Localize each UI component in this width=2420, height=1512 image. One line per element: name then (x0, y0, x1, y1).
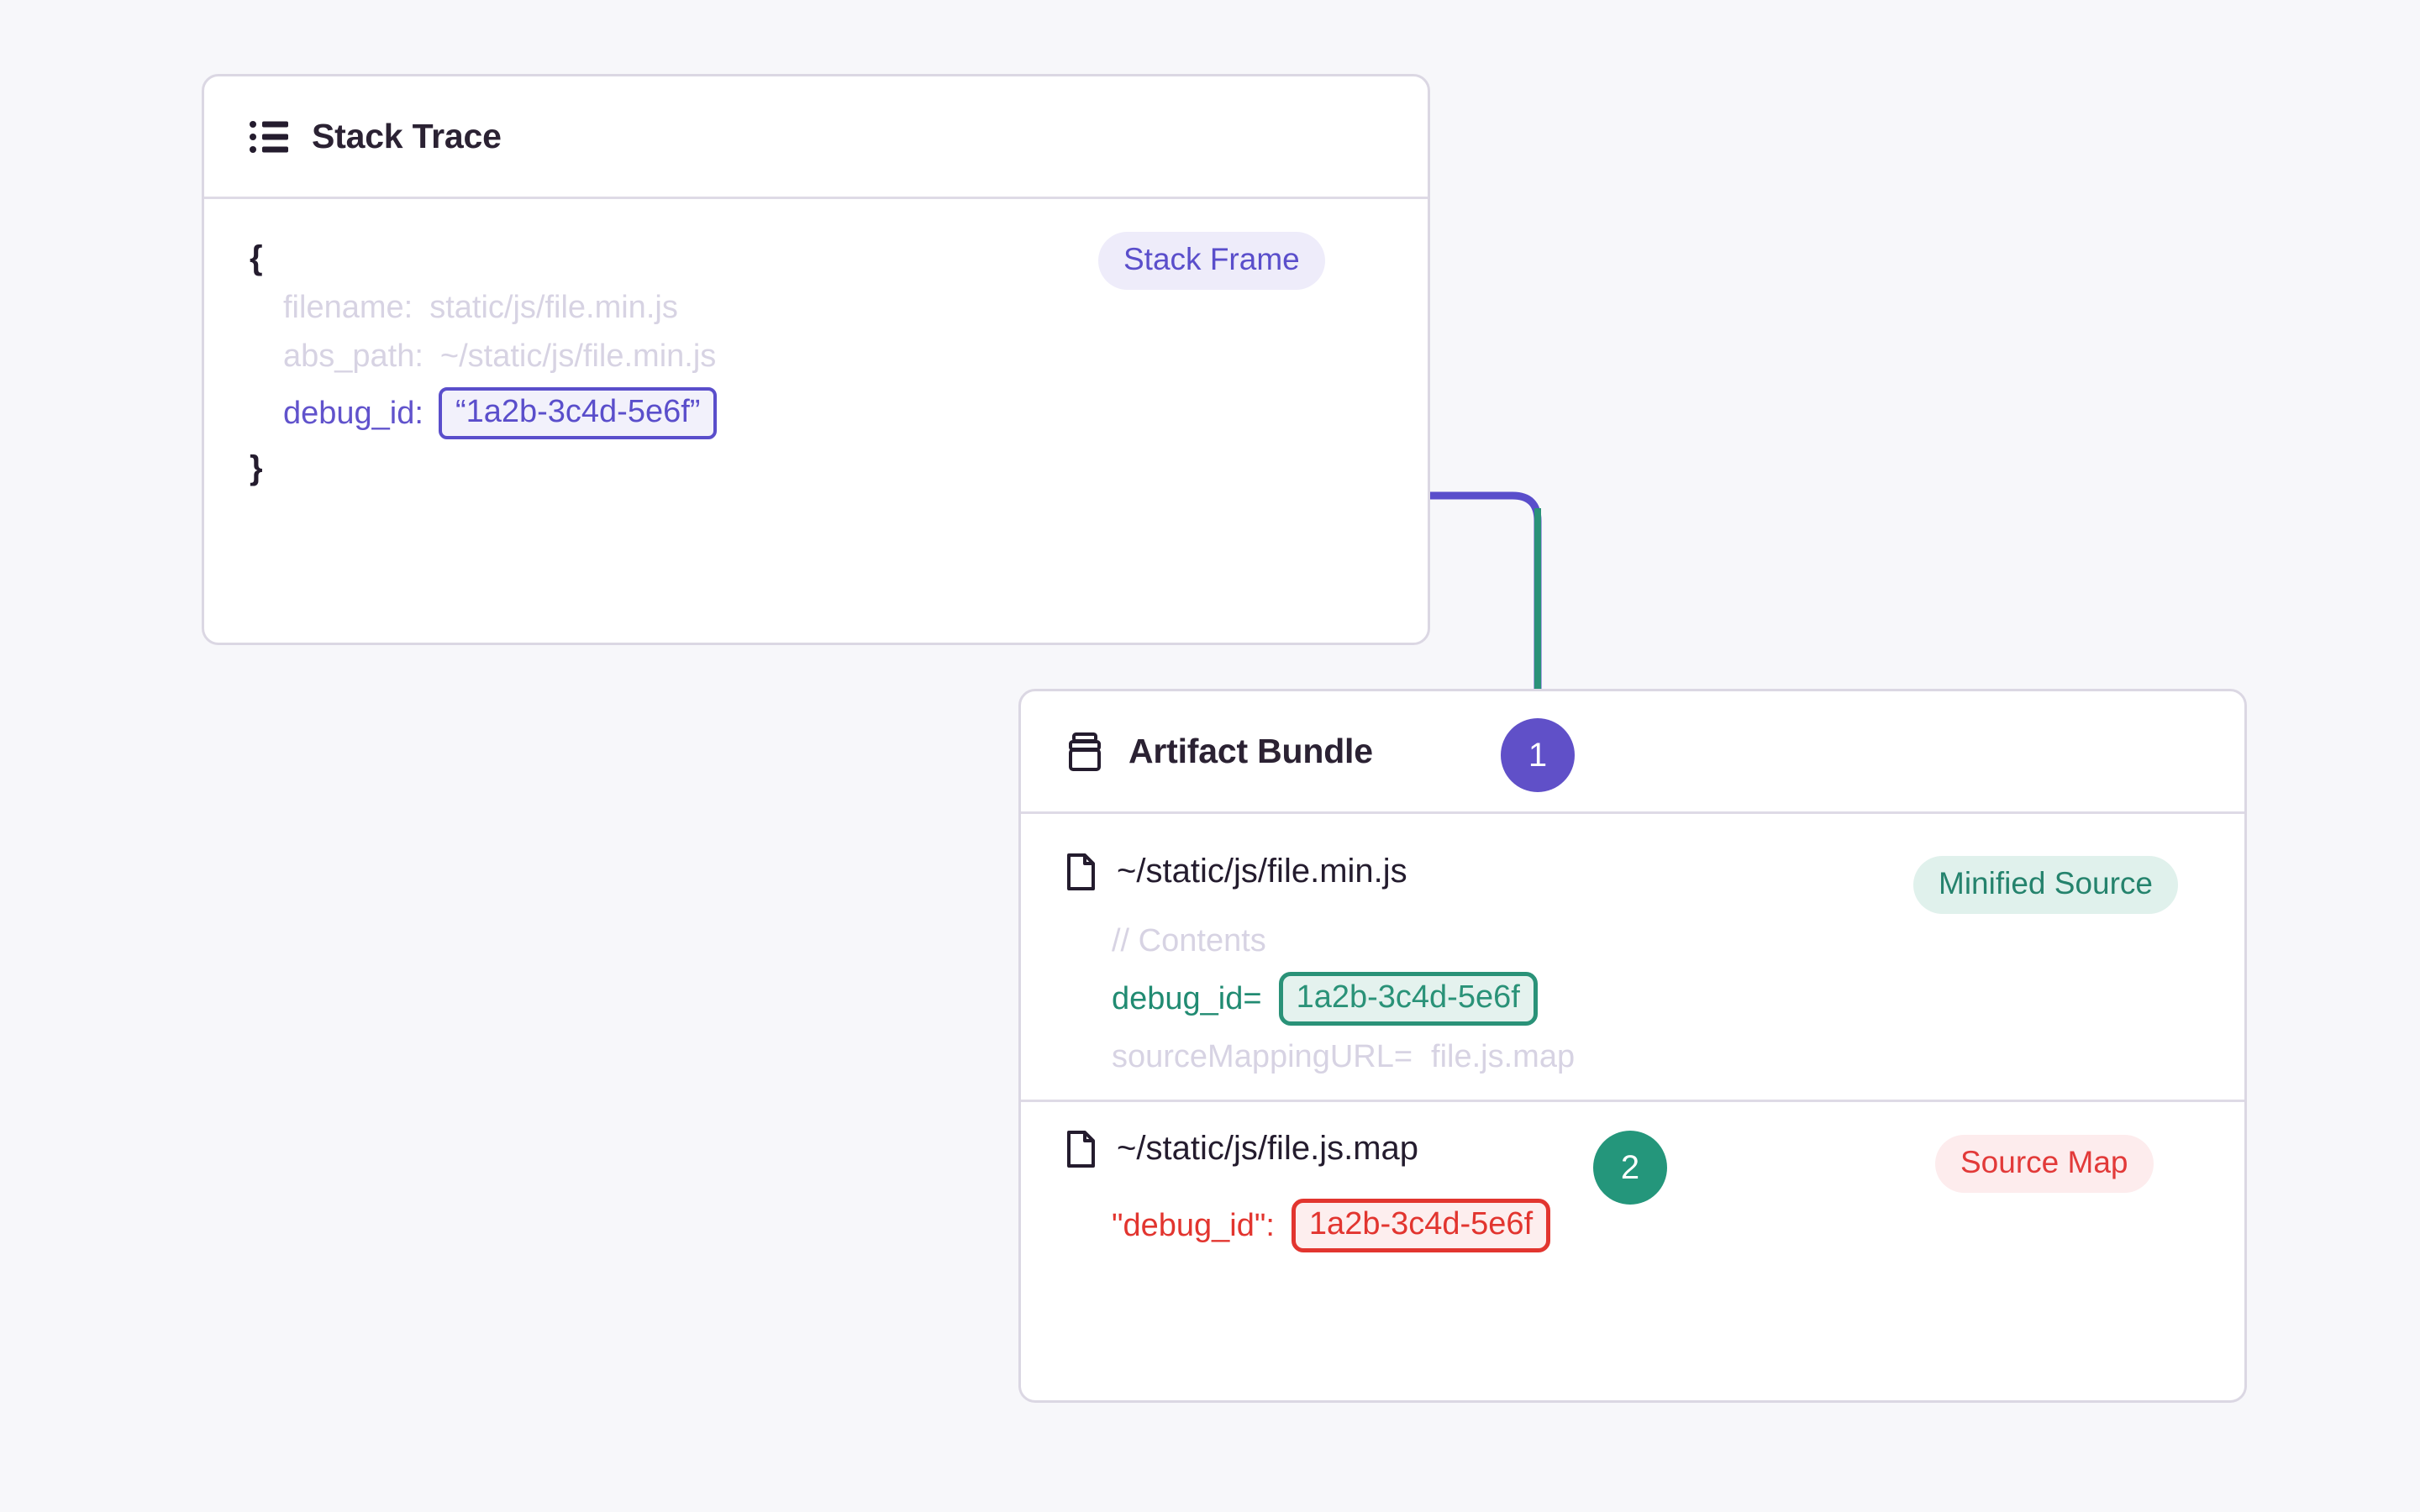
stack-trace-header: Stack Trace (204, 76, 1428, 199)
source-mapping-url-key: sourceMappingURL= (1112, 1039, 1413, 1074)
debug-id-value-box[interactable]: “1a2b-3c4d-5e6f” (438, 387, 718, 439)
artifact-bundle-header: Artifact Bundle (1021, 691, 2244, 814)
artifact-bundle-title: Artifact Bundle (1128, 732, 1373, 770)
source-map-debug-id-value-box[interactable]: 1a2b-3c4d-5e6f (1291, 1199, 1551, 1252)
artifact-bundle-card: Artifact Bundle ~/static/js/file.min.js … (1018, 689, 2247, 1403)
file-icon (1066, 1130, 1095, 1168)
close-brace: } (250, 449, 263, 486)
open-brace: { (250, 239, 263, 276)
debug-id-row: debug_id: “1a2b-3c4d-5e6f” (283, 387, 718, 439)
stack-frame-badge: Stack Frame (1098, 232, 1325, 290)
contents-comment-row: // Contents (1112, 923, 1266, 959)
bundle-debug-id-row: debug_id= 1a2b-3c4d-5e6f (1112, 972, 1538, 1026)
minified-source-badge: Minified Source (1913, 856, 2179, 914)
source-map-path: ~/static/js/file.js.map (1117, 1130, 1419, 1167)
stack-trace-title: Stack Trace (312, 117, 502, 155)
source-map-badge: Source Map (1935, 1135, 2154, 1193)
step-badge-1: 1 (1501, 718, 1575, 792)
source-mapping-url-value: file.js.map (1431, 1039, 1576, 1074)
stack-trace-card: Stack Trace Stack Frame { filename: stat… (202, 74, 1430, 645)
source-map-file-row[interactable]: ~/static/js/file.js.map (1066, 1130, 1418, 1168)
filename-key: filename: (283, 290, 413, 325)
minified-source-file-row[interactable]: ~/static/js/file.min.js (1066, 853, 1407, 890)
bundle-debug-id-key: debug_id= (1112, 980, 1262, 1016)
source-mapping-url-row: sourceMappingURL= file.js.map (1112, 1039, 1575, 1075)
abs-path-row: abs_path: ~/static/js/file.min.js (283, 339, 716, 375)
step-badge-2: 2 (1593, 1131, 1667, 1205)
abs-path-value: ~/static/js/file.min.js (439, 339, 717, 374)
filename-row: filename: static/js/file.min.js (283, 290, 678, 326)
source-map-debug-id-key: "debug_id": (1112, 1207, 1275, 1243)
minified-source-path: ~/static/js/file.min.js (1117, 853, 1407, 890)
debug-id-key: debug_id: (283, 395, 424, 431)
archive-box-icon (1066, 732, 1105, 771)
abs-path-key: abs_path: (283, 339, 424, 374)
filename-value: static/js/file.min.js (429, 290, 678, 325)
contents-comment-text: // Contents (1112, 923, 1266, 958)
bundle-debug-id-value-box[interactable]: 1a2b-3c4d-5e6f (1278, 972, 1538, 1026)
list-icon (250, 120, 288, 154)
entry-divider (1021, 1100, 2244, 1102)
file-icon (1066, 853, 1095, 890)
source-map-debug-id-row: "debug_id": 1a2b-3c4d-5e6f (1112, 1199, 1551, 1252)
